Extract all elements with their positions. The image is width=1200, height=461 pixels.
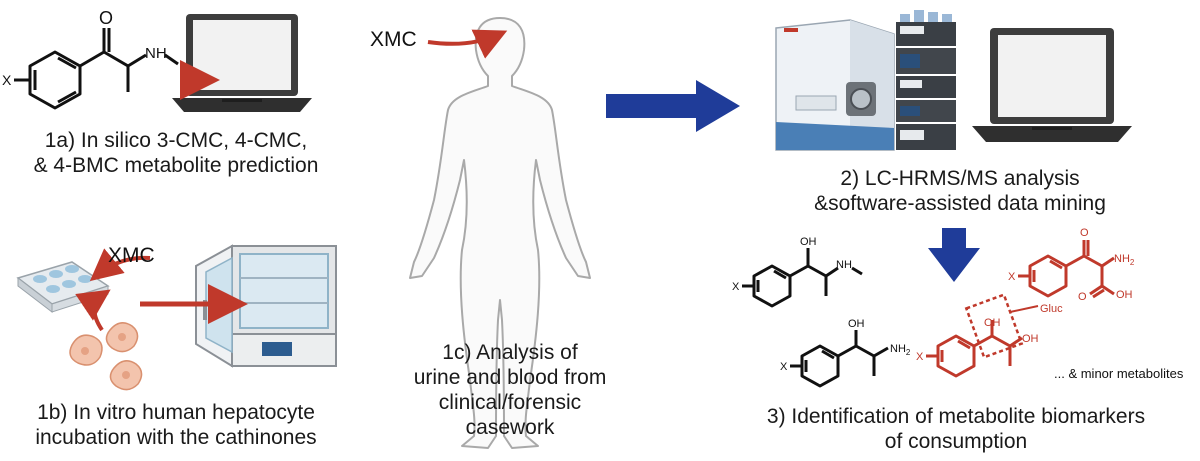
gluc-label: Gluc [1040, 303, 1063, 315]
hepatocyte-cells-icon [69, 322, 143, 391]
atom-o-label: O [99, 8, 113, 28]
caption-1c-line2: urine and blood from [413, 366, 607, 389]
blue-arrow-down [928, 228, 980, 282]
laptop-analysis-icon [972, 28, 1132, 142]
atom-x-label-2: X [780, 361, 788, 373]
atom-nh-label: NH [145, 45, 167, 62]
caption-1a-line2: & 4-BMC metabolite prediction [33, 154, 319, 177]
caption-1b: 1b) In vitro human hepatocyte incubation… [0, 400, 352, 450]
atom-oh-label-2: OH [848, 318, 865, 330]
caption-2-line2: &software-assisted data mining [814, 192, 1106, 215]
metabolite-structure-black-1 [742, 248, 863, 308]
atom-x-label-red: X [1008, 271, 1016, 283]
red-arrow-xmc-to-plate [89, 248, 151, 282]
glucuronide-dashed-box [964, 293, 1024, 359]
atom-nh2-label-black: NH2 [890, 343, 911, 357]
atom-nh-label-1: NH [836, 259, 852, 271]
caption-1a: 1a) In silico 3-CMC, 4-CMC, & 4-BMC meta… [0, 128, 352, 178]
red-arrow-xmc-to-body [427, 29, 508, 59]
caption-1c-line1: 1c) Analysis of [442, 341, 578, 364]
gluc-pointer-line [1009, 305, 1039, 313]
mass-spectrometer-icon [775, 19, 895, 151]
caption-3: 3) Identification of metabolite biomarke… [716, 404, 1196, 454]
caption-1c-line4: casework [465, 416, 555, 439]
atom-o-label-red-2: O [1078, 291, 1087, 303]
atom-nh2-main-red: NH [1114, 253, 1130, 265]
atom-oh-label-red: OH [1116, 289, 1133, 301]
caption-1a-line1: 1a) In silico 3-CMC, 4-CMC, [44, 129, 308, 152]
cathinone-structure-1a [14, 28, 179, 110]
xmc-label-body: XMC [370, 28, 417, 51]
caption-1b-line1: 1b) In vitro human hepatocyte [37, 401, 315, 424]
atom-nh2-sub-red: 2 [1130, 258, 1135, 267]
metabolite-structure-red-1 [1018, 240, 1115, 299]
caption-2-line1: 2) LC-HRMS/MS analysis [840, 167, 1080, 190]
incubator-icon [195, 244, 337, 368]
xmc-label-hepatocyte: XMC [108, 244, 155, 267]
laptop-icon [172, 14, 312, 112]
caption-1b-line2: incubation with the cathinones [35, 426, 317, 449]
atom-x-label-1: X [732, 281, 740, 293]
atom-x-label: X [2, 72, 12, 88]
human-body-icon [409, 17, 591, 449]
caption-1c: 1c) Analysis of urine and blood from cli… [400, 340, 620, 440]
caption-3-line2: of consumption [884, 430, 1028, 453]
atom-oh-label-gluc: OH [984, 317, 1001, 329]
atom-nh2-main-black: NH [890, 343, 906, 355]
caption-3-line1: 3) Identification of metabolite biomarke… [766, 405, 1146, 428]
atom-nh2-sub-black: 2 [906, 348, 911, 357]
caption-2: 2) LC-HRMS/MS analysis &software-assiste… [760, 166, 1160, 216]
hplc-stack-icon [896, 10, 956, 150]
atom-oh-label-1: OH [800, 236, 817, 248]
atom-x-label-gluc: X [916, 351, 924, 363]
red-arrow-cells-to-plate [75, 289, 111, 332]
blue-arrow-to-analysis [606, 80, 740, 132]
atom-nh2-label-red: NH2 [1114, 253, 1135, 267]
atom-oh-label-gluc-2: OH [1022, 333, 1039, 345]
caption-1c-line3: clinical/forensic [438, 391, 582, 414]
metabolite-structure-black-2 [790, 330, 889, 388]
minor-metabolites-label: ... & minor metabolites [1054, 366, 1184, 381]
atom-o-label-red: O [1080, 227, 1089, 239]
